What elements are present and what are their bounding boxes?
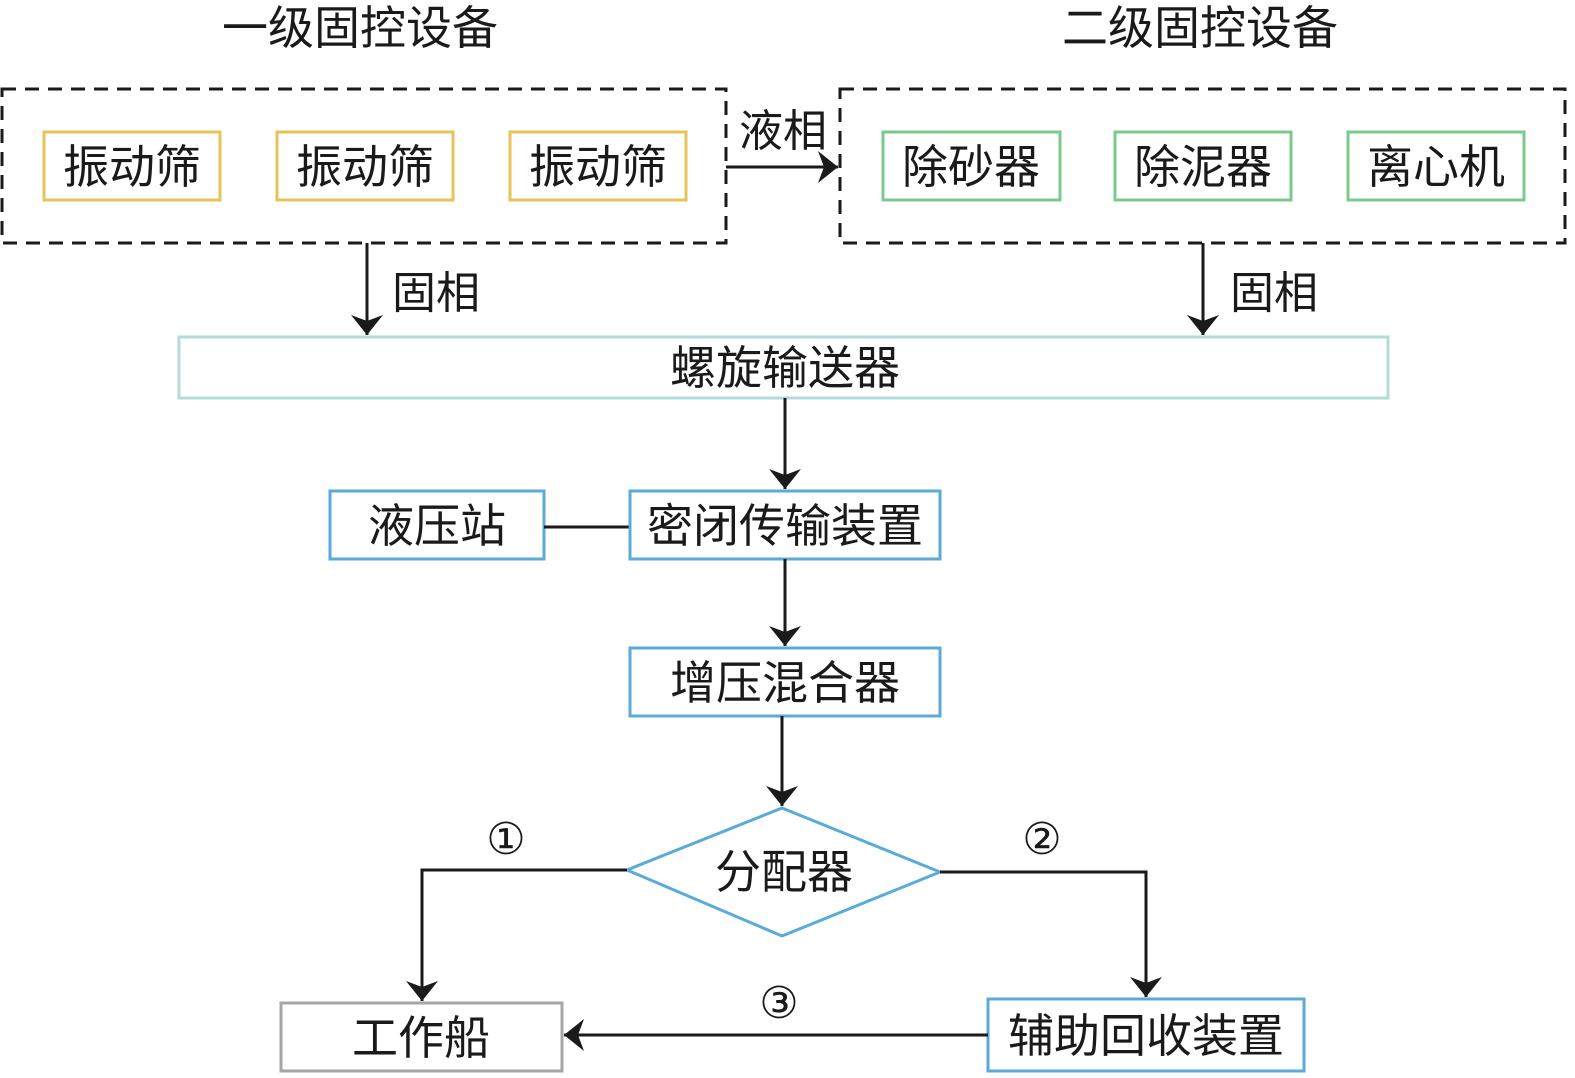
hydraulic-station-label: 液压站 — [368, 499, 506, 553]
solid-phase-label-right: 固相 — [1230, 268, 1318, 319]
desander-label: 除砂器 — [902, 140, 1040, 194]
secondary-device-centrifuge[interactable]: 离心机 — [1346, 130, 1526, 202]
booster-mixer-box — [628, 646, 942, 718]
centrifuge-label: 离心机 — [1367, 140, 1505, 194]
work-vessel-box — [279, 1001, 564, 1073]
shale-shaker-box — [275, 130, 455, 202]
sealed-transfer-node[interactable]: 密闭传输装置 — [628, 489, 942, 561]
solid-phase-label-left: 固相 — [392, 268, 480, 319]
booster-mixer-label: 增压混合器 — [670, 656, 900, 710]
route-3-label: ③ — [759, 978, 798, 1029]
secondary-group-title: 二级固控设备 — [1062, 1, 1338, 55]
desilter-box — [1113, 130, 1293, 202]
distributor-diamond — [623, 806, 944, 938]
primary-device-1[interactable]: 振动筛 — [42, 130, 222, 202]
booster-mixer-node[interactable]: 增压混合器 — [628, 646, 942, 718]
secondary-device-desilter[interactable]: 除泥器 — [1113, 130, 1293, 202]
liquid-phase-label: 液相 — [739, 106, 827, 157]
shale-shaker-label: 振动筛 — [529, 140, 667, 194]
hydraulic-station-node[interactable]: 液压站 — [328, 489, 546, 561]
desilter-label: 除泥器 — [1134, 140, 1272, 194]
work-vessel-node[interactable]: 工作船 — [279, 1001, 564, 1073]
secondary-group-container — [838, 87, 1567, 245]
shale-shaker-label: 振动筛 — [63, 140, 201, 194]
centrifuge-box — [1346, 130, 1526, 202]
route-2-label: ② — [1022, 814, 1061, 865]
work-vessel-label: 工作船 — [352, 1011, 490, 1065]
screw-conveyor-label: 螺旋输送器 — [670, 341, 900, 395]
route-2-arrow — [940, 870, 1162, 997]
desander-box — [881, 130, 1062, 202]
screw-conveyor-node[interactable]: 螺旋输送器 — [177, 335, 1390, 400]
shale-shaker-label: 振动筛 — [296, 140, 434, 194]
primary-group-container — [0, 87, 728, 245]
primary-device-2[interactable]: 振动筛 — [275, 130, 455, 202]
route-1-label: ① — [486, 814, 525, 865]
sealed-transfer-label: 密闭传输装置 — [647, 499, 923, 553]
shale-shaker-box — [42, 130, 222, 202]
auxiliary-recovery-label: 辅助回收装置 — [1008, 1009, 1284, 1063]
distributor-node[interactable]: 分配器 — [623, 806, 944, 938]
auxiliary-recovery-node[interactable]: 辅助回收装置 — [986, 997, 1306, 1073]
screw-conveyor-box — [177, 335, 1390, 400]
shale-shaker-box — [508, 130, 688, 202]
primary-device-3[interactable]: 振动筛 — [508, 130, 688, 202]
route-1-arrow — [406, 868, 627, 1001]
secondary-device-desander[interactable]: 除砂器 — [881, 130, 1062, 202]
hydraulic-station-box — [328, 489, 546, 561]
primary-group-title: 一级固控设备 — [222, 1, 498, 55]
distributor-label: 分配器 — [715, 845, 853, 899]
